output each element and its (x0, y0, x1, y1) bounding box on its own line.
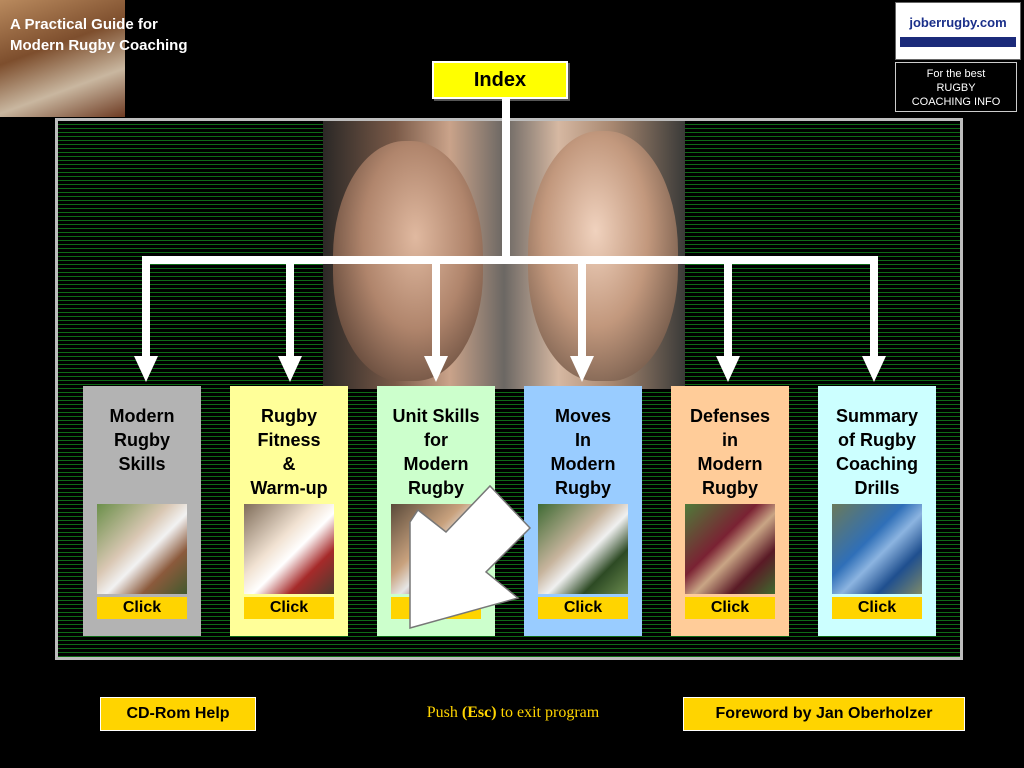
title-line-2: Modern Rugby Coaching (10, 37, 188, 54)
arrow-shaft-6 (870, 256, 878, 360)
cover-photo (0, 0, 125, 117)
arrow-head-1 (134, 356, 158, 382)
category-summary-coaching-drills[interactable]: Summary of Rugby Coaching Drills Click (818, 386, 936, 636)
esc-suffix: to exit program (496, 704, 600, 721)
click-button[interactable]: Click (97, 597, 187, 619)
category-photo (832, 504, 922, 594)
arrow-shaft-2 (286, 260, 294, 360)
info-line-2: RUGBY (936, 82, 976, 94)
esc-prefix: Push (426, 704, 462, 721)
info-line-3: COACHING INFO (911, 96, 1001, 108)
category-photo (538, 504, 628, 594)
esc-key: (Esc) (461, 704, 497, 721)
arrow-head-5 (716, 356, 740, 382)
horizontal-connector (142, 256, 878, 264)
click-button[interactable]: Click (244, 597, 334, 619)
category-label: Moves In Modern Rugby (550, 406, 616, 498)
title-line-1: A Practical Guide for (10, 16, 158, 33)
logo-bar (900, 37, 1016, 47)
click-button[interactable]: Click (538, 597, 628, 619)
category-defenses-modern-rugby[interactable]: Defenses in Modern Rugby Click (671, 386, 789, 636)
click-button[interactable]: Click (685, 597, 775, 619)
category-rugby-fitness-warm-up[interactable]: Rugby Fitness & Warm-up Click (230, 386, 348, 636)
category-label: Defenses in Modern Rugby (689, 406, 771, 498)
cd-rom-help-button[interactable]: CD-Rom Help (100, 697, 256, 731)
index-stem (502, 99, 510, 261)
info-box: For the best RUGBY COACHING INFO (895, 62, 1017, 112)
arrow-head-4 (570, 356, 594, 382)
arrow-head-6 (862, 356, 886, 382)
arrow-shaft-1 (142, 256, 150, 360)
category-photo (97, 504, 187, 594)
category-label: Rugby Fitness & Warm-up (250, 406, 328, 498)
category-modern-rugby-skills[interactable]: Modern Rugby Skills Click (83, 386, 201, 636)
exit-instruction: Push (Esc) to exit program (380, 704, 646, 722)
arrow-shaft-5 (724, 260, 732, 360)
category-label: Modern Rugby Skills (109, 406, 175, 474)
pointer-arrow-shape (409, 484, 532, 629)
joberrugby-logo[interactable]: joberrugby.com (895, 2, 1021, 60)
category-label: Summary of Rugby Coaching Drills (835, 406, 919, 498)
foreword-button[interactable]: Foreword by Jan Oberholzer (683, 697, 965, 731)
arrow-head-3 (424, 356, 448, 382)
arrow-shaft-3 (432, 260, 440, 360)
logo-text: joberrugby.com (909, 15, 1007, 30)
category-moves-modern-rugby[interactable]: Moves In Modern Rugby Click (524, 386, 642, 636)
arrow-shaft-4 (578, 260, 586, 360)
app-title: A Practical Guide for Modern Rugby Coach… (10, 14, 188, 56)
info-line-1: For the best (926, 68, 986, 80)
arrow-head-2 (278, 356, 302, 382)
index-button[interactable]: Index (432, 61, 568, 99)
category-label: Unit Skills for Modern Rugby (392, 406, 480, 498)
click-button[interactable]: Click (832, 597, 922, 619)
category-photo (685, 504, 775, 594)
category-photo (244, 504, 334, 594)
